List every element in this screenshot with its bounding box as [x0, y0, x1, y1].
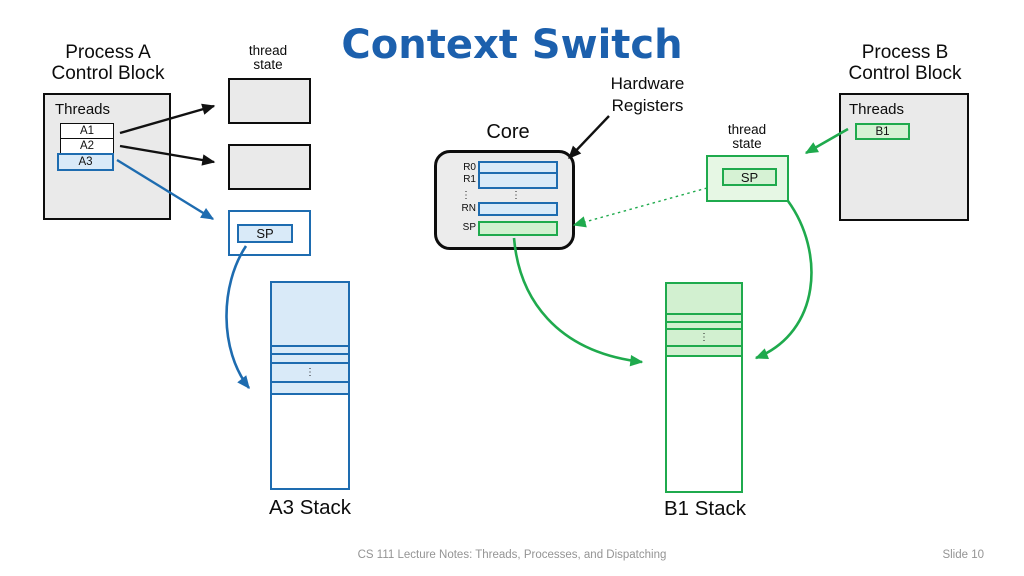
process-b-title-line1: Process B [861, 42, 949, 63]
process-b-control-block [839, 93, 969, 221]
process-b-title: Process B Control Block [825, 42, 985, 84]
hardware-registers-label: Hardware Registers [585, 73, 710, 116]
process-a-title: Process A Control Block [28, 42, 188, 84]
sp-field-a3: SP [237, 224, 293, 243]
a3-stack-frame-top [272, 283, 348, 347]
a3-stack-frame [272, 383, 348, 395]
process-a-title-line2: Control Block [51, 63, 165, 84]
register-label-r1: R1 [463, 174, 476, 185]
thread-state-box-2 [228, 144, 311, 190]
thread-state-right-line2: state [732, 135, 762, 151]
thread-state-right-line1: thread [727, 122, 767, 137]
thread-state-left-line2: state [253, 56, 283, 72]
thread-row-a2: A2 [60, 138, 114, 154]
register-box-r0 [480, 163, 556, 174]
dotted-line-thread-state-to-core-sp-icon [572, 187, 708, 228]
register-label-sp: SP [462, 222, 476, 233]
b1-stack-frame [667, 315, 741, 323]
b1-stack-frame [667, 347, 741, 357]
core-label: Core [486, 121, 530, 143]
thread-row-b1: B1 [855, 123, 910, 140]
thread-state-left-line1: thread [248, 43, 288, 58]
process-b-threads-label: Threads [849, 101, 905, 118]
arrow-hardware-registers-to-core-icon [568, 115, 610, 159]
b1-stack: ⋮ [665, 282, 743, 493]
b1-stack-label: B1 Stack [663, 497, 747, 520]
slide-title: Context Switch [341, 22, 683, 68]
core-dots-registers: ⋮ [511, 190, 521, 201]
b1-stack-dots: ⋮ [699, 331, 709, 343]
hardware-registers-line2: Registers [611, 95, 684, 115]
hardware-registers-line1: Hardware [610, 74, 685, 93]
thread-state-left-label: thread state [232, 44, 304, 71]
register-label-rn: RN [461, 203, 476, 214]
thread-row-a1: A1 [60, 123, 114, 139]
a3-stack-frame-dots: ⋮ [272, 364, 348, 383]
register-box-sp [478, 221, 558, 236]
process-a-title-line1: Process A [65, 42, 151, 63]
a3-stack-frame [272, 347, 348, 355]
register-box-rn [478, 202, 558, 216]
arrow-sp-to-a3-stack-icon [225, 245, 251, 390]
register-boxes-r0-r1 [478, 161, 558, 189]
core-dots-labels: ⋮ [461, 190, 471, 201]
b1-stack-frame-top [667, 284, 741, 315]
slide-number: Slide 10 [942, 549, 984, 561]
b1-stack-frame [667, 323, 741, 330]
b1-stack-frame-dots: ⋮ [667, 330, 741, 347]
process-b-title-line2: Control Block [848, 63, 962, 84]
a3-stack-dots: ⋮ [305, 366, 315, 378]
process-a-threads-label: Threads [55, 101, 111, 118]
arrow-thread-state-sp-to-b1-stack-icon [754, 200, 813, 360]
a3-stack: ⋮ [270, 281, 350, 490]
sp-field-b1: SP [722, 168, 777, 186]
arrow-core-sp-to-b1-stack-icon [512, 237, 644, 367]
a3-stack-label: A3 Stack [268, 496, 352, 519]
footer-text: CS 111 Lecture Notes: Threads, Processes… [357, 549, 667, 561]
register-label-r0: R0 [463, 162, 476, 173]
a3-stack-frame [272, 355, 348, 364]
thread-state-right-label: thread state [712, 123, 782, 150]
thread-row-a3: A3 [57, 153, 114, 171]
thread-state-box-1 [228, 78, 311, 124]
